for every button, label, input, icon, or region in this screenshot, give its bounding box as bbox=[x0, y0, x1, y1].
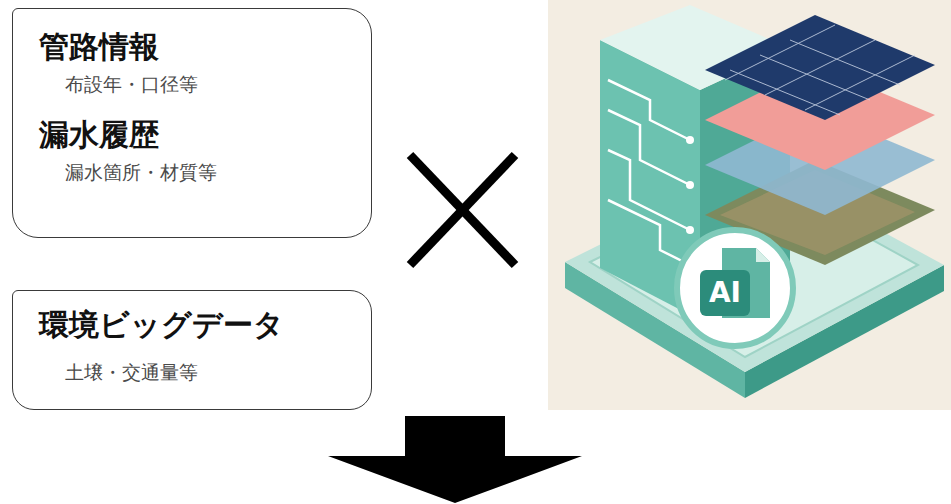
data-detail: 漏水箇所・材質等 bbox=[39, 159, 351, 185]
times-sign bbox=[410, 155, 515, 265]
illustration-ground bbox=[548, 0, 951, 410]
data-heading: 環境ビッグデータ bbox=[39, 307, 351, 343]
data-heading: 管路情報 bbox=[39, 29, 351, 65]
ai-platform bbox=[565, 5, 944, 398]
pipe-data-box: 管路情報布設年・口径等漏水履歴漏水箇所・材質等 bbox=[12, 8, 372, 238]
data-detail: 土壌・交通量等 bbox=[39, 359, 351, 385]
ai-badge-text: AI bbox=[709, 277, 741, 309]
data-heading: 漏水履歴 bbox=[39, 117, 351, 153]
data-detail: 布設年・口径等 bbox=[39, 71, 351, 97]
environment-data-box: 環境ビッグデータ土壌・交通量等 bbox=[12, 290, 372, 410]
down-arrow bbox=[328, 416, 582, 503]
